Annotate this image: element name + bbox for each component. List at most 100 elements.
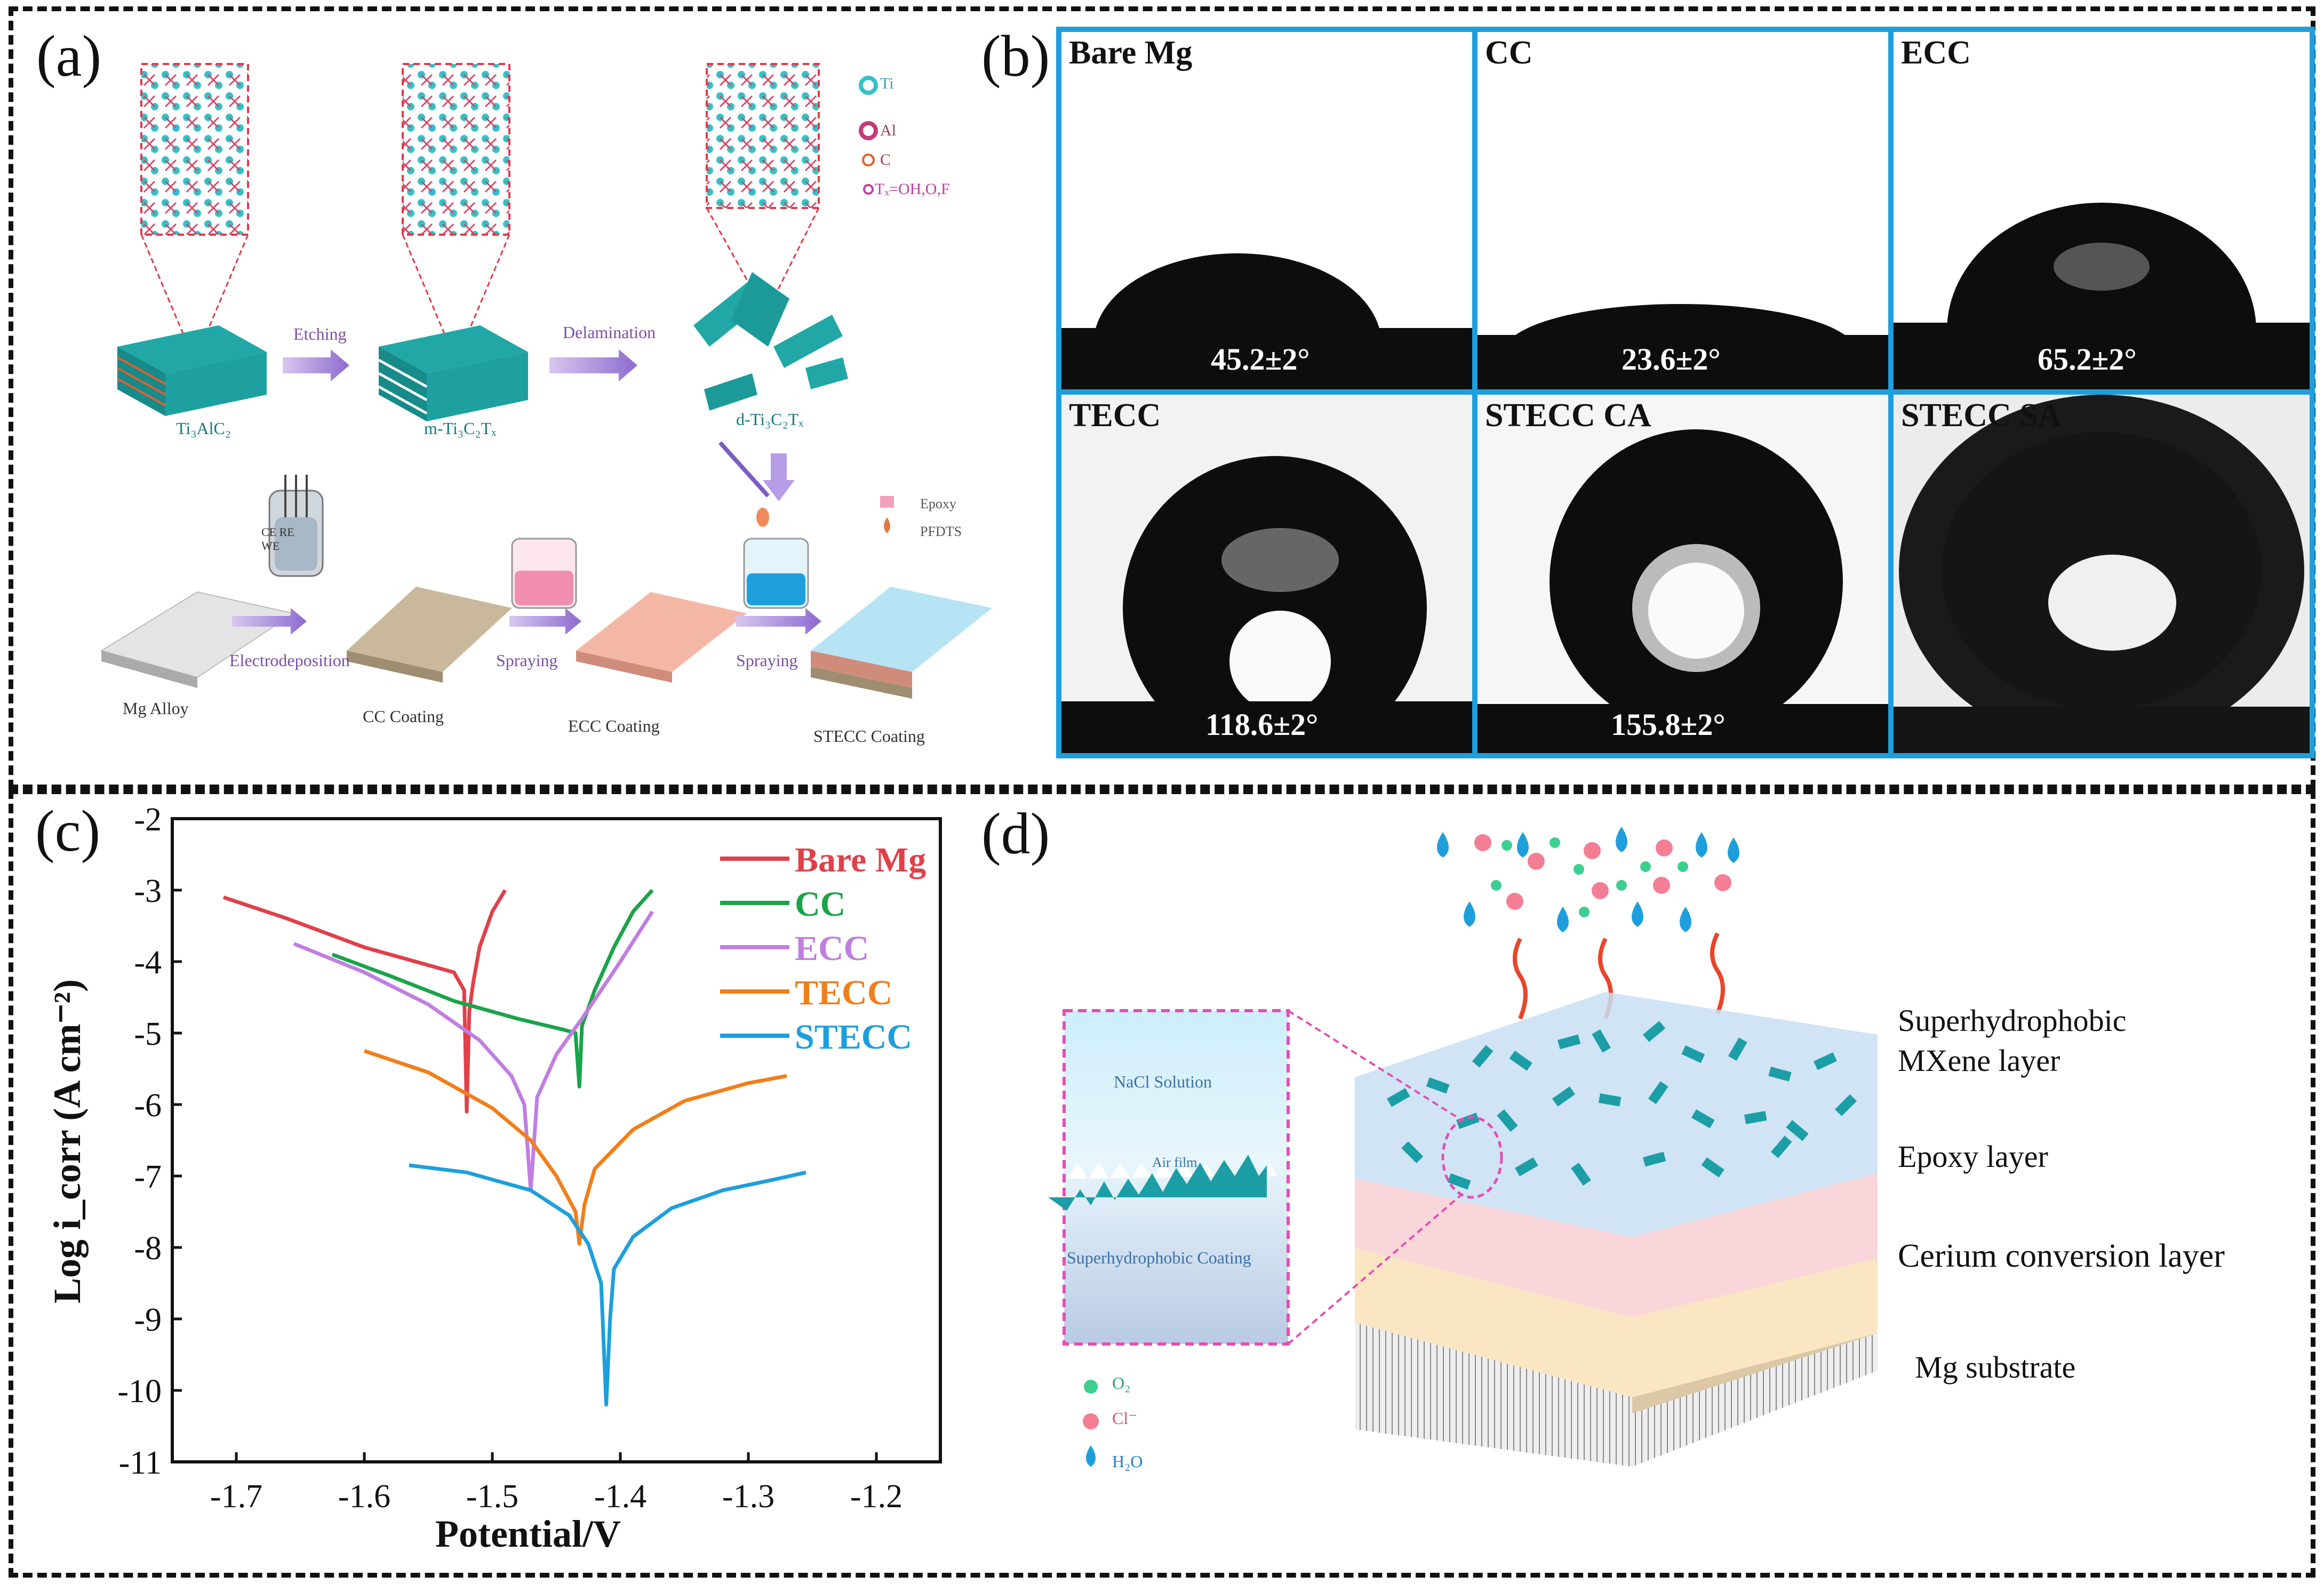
y-tick-label: -10 <box>117 1373 162 1410</box>
legend-label: STECC <box>795 1018 912 1057</box>
plate-stecc <box>811 587 992 699</box>
flakes <box>693 272 848 411</box>
layer-label-cerium: Cerium conversion layer <box>1898 1238 2225 1274</box>
label-etching: Etching <box>293 324 347 343</box>
x-tick-label: -1.5 <box>466 1478 518 1515</box>
arrow-etching <box>283 349 349 381</box>
contact-angle-value: 23.6±2° <box>1622 342 1721 377</box>
beaker-pink <box>511 538 577 609</box>
panel-cd-frame <box>9 789 2315 1578</box>
ion-cloud <box>1437 827 1739 932</box>
legend-o2: O₂ <box>1112 1373 1131 1393</box>
series-line-tecc <box>363 1049 787 1246</box>
cell-electrodep <box>268 475 324 577</box>
x-tick-label: -1.7 <box>210 1478 262 1515</box>
lattice-box-2 <box>402 63 510 236</box>
plate-ecc <box>576 592 747 683</box>
label-spraying-2: Spraying <box>736 651 798 670</box>
label-delamination: Delamination <box>563 323 656 342</box>
inset-air-label: Air film <box>1152 1155 1197 1170</box>
y-tick-label: -2 <box>134 802 162 838</box>
mxene-flakes <box>1387 1021 1857 1190</box>
inset-coating-label: Superhydrophobic Coating <box>1067 1248 1251 1267</box>
legend-pfdts: PFDTS <box>920 524 962 539</box>
panel-d-label: (d) <box>981 801 1050 866</box>
x-tick-label: -1.3 <box>722 1478 774 1515</box>
legend-label: TECC <box>795 973 892 1012</box>
legend-label: CC <box>795 885 845 924</box>
cell-label: ECC <box>1901 35 1971 71</box>
polarization-chart: -1.7 -1.6 -1.5 -1.4 -1.3 -1.2 -2 -3 -4 -5 -6 -7 -8 -… <box>46 802 942 1555</box>
cell-label: CC <box>1485 35 1533 71</box>
legend-epoxy: Epoxy <box>920 496 956 511</box>
label-mg-alloy: Mg Alloy <box>123 699 189 718</box>
y-tick-label: -11 <box>119 1445 162 1481</box>
plate-cc <box>347 587 512 683</box>
legend-al: Al <box>880 122 896 139</box>
legend-label: Bare Mg <box>795 841 926 879</box>
x-tick-label: -1.4 <box>594 1478 646 1515</box>
stack-2 <box>378 325 528 421</box>
panel-a-label: (a) <box>36 23 102 89</box>
label-spraying-1: Spraying <box>496 651 558 670</box>
lattice-box-1 <box>140 63 249 236</box>
y-tick-label: -9 <box>134 1302 162 1338</box>
cell-stecc-ca: STECC CA 155.8±2° <box>1472 389 1894 758</box>
y-tick-label: -4 <box>134 945 162 981</box>
contact-angle-value: 45.2±2° <box>1211 342 1310 377</box>
lattice-box-3 <box>706 63 820 209</box>
contact-angle-grid: Bare Mg 45.2±2° CC 23.6±2° ECC 65.2±2° T… <box>1056 27 2315 758</box>
cell-label: TECC <box>1069 397 1161 434</box>
y-tick-label: -5 <box>134 1016 162 1052</box>
panel-b-label: (b) <box>981 23 1050 89</box>
contact-angle-value: 155.8±2° <box>1611 707 1726 742</box>
legend-tx: Tₓ=OH,O,F <box>875 180 950 198</box>
label-cc-coating: CC Coating <box>363 707 444 726</box>
cell-cc: CC 23.6±2° <box>1472 27 1894 395</box>
coating-mechanism-diagram <box>1048 827 1878 1467</box>
series-line-bare-mg <box>222 889 507 1114</box>
layer-stack <box>1355 992 1878 1467</box>
legend-ti: Ti <box>880 75 894 92</box>
label-electrodeposition: Electrodeposition <box>229 651 350 670</box>
layer-label-mxene-2: MXene layer <box>1898 1043 2061 1078</box>
contact-angle-value: 65.2±2° <box>2038 342 2137 377</box>
stack-1 <box>117 325 267 416</box>
cell-label: STECC CA <box>1485 397 1651 434</box>
label-ecc-coating: ECC Coating <box>568 716 660 735</box>
series-line-ecc <box>293 910 654 1193</box>
layer-label-epoxy: Epoxy layer <box>1898 1139 2048 1174</box>
label-d-mxene: d-Ti₃C₂Tₓ <box>736 410 804 429</box>
plot-area <box>171 817 942 1463</box>
cell-label: Bare Mg <box>1069 35 1193 71</box>
legend-h2o: H₂O <box>1112 1452 1143 1471</box>
cell-label: STECC SA <box>1901 397 2062 434</box>
plate-mg <box>100 591 295 688</box>
y-tick-label: -6 <box>134 1087 162 1124</box>
panel-a-schematic <box>100 63 992 699</box>
beaker-blue <box>743 538 809 609</box>
legend-label: ECC <box>795 929 869 968</box>
y-tick-label: -7 <box>134 1159 162 1195</box>
x-tick-label: -1.2 <box>850 1478 903 1515</box>
series-line-cc <box>331 889 654 1089</box>
arrow-delamination <box>549 349 637 381</box>
y-axis-label: Log i_corr (A cm⁻²) <box>46 979 89 1303</box>
y-tick-label: -8 <box>134 1230 162 1267</box>
legend-c: C <box>880 151 891 169</box>
layer-label-mxene-1: Superhydrophobic <box>1898 1003 2127 1038</box>
label-ti3alc2: Ti₃AlC₂ <box>176 419 231 438</box>
y-tick-label: -3 <box>134 873 162 909</box>
x-tick-label: -1.6 <box>338 1478 390 1515</box>
legend-cl: Cl⁻ <box>1112 1409 1138 1428</box>
panel-c-label: (c) <box>35 798 101 863</box>
x-axis-label: Potential/V <box>435 1513 621 1555</box>
label-electrodes: CE RE WE <box>261 525 294 553</box>
cell-bare-mg: Bare Mg 45.2±2° <box>1056 27 1478 395</box>
cell-ecc: ECC 65.2±2° <box>1888 27 2315 395</box>
cell-stecc-sa: STECC SA <box>1888 389 2315 758</box>
inset-nacl-label: NaCl Solution <box>1114 1072 1212 1091</box>
label-m-mxene: m-Ti₃C₂Tₓ <box>424 419 497 438</box>
cell-tecc: TECC 118.6±2° <box>1056 389 1478 758</box>
label-stecc-coating: STECC Coating <box>813 726 925 746</box>
